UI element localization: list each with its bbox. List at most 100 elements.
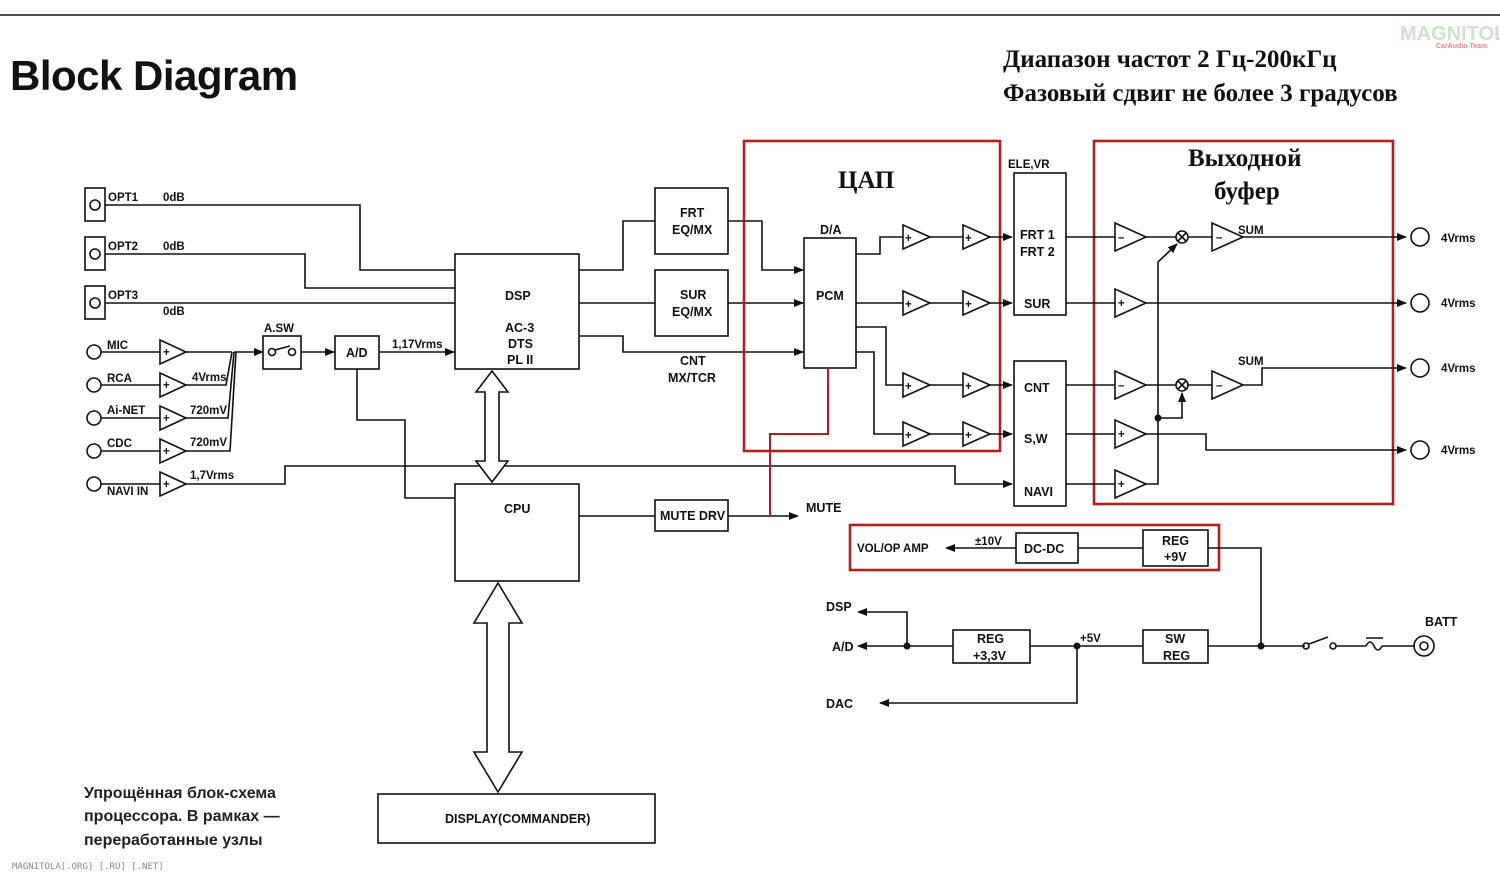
svg-text:A/D: A/D (832, 640, 854, 654)
svg-text:EQ/MX: EQ/MX (672, 223, 713, 237)
svg-text:720mV: 720mV (190, 437, 227, 449)
mute-driver: MUTE DRV MUTE (654, 499, 841, 532)
vol-op-amp-supply: VOL/OP AMP ±10V DC-DC REG +9V (857, 529, 1262, 646)
svg-text:+: + (1118, 479, 1125, 491)
svg-text:CDC: CDC (107, 438, 132, 450)
svg-text:DC-DC: DC-DC (1024, 542, 1064, 556)
svg-text:CNT: CNT (680, 354, 706, 368)
svg-text:4Vrms: 4Vrms (1441, 445, 1476, 457)
dsp-block: DSP AC-3 DTS PL II (454, 253, 580, 370)
svg-text:NAVI IN: NAVI IN (107, 486, 148, 498)
svg-text:±10V: ±10V (975, 536, 1002, 548)
svg-text:DISPLAY(COMMANDER): DISPLAY(COMMANDER) (445, 812, 590, 826)
svg-text:A.SW: A.SW (264, 323, 294, 335)
svg-text:SUR: SUR (680, 288, 706, 302)
dac-amps: + + + + + + + + (856, 223, 1013, 448)
svg-text:+: + (163, 347, 170, 359)
input-mic: MIC + (86, 338, 232, 366)
svg-text:MX/TCR: MX/TCR (668, 371, 716, 385)
svg-text:BATT: BATT (1425, 615, 1458, 629)
buffer-highlight-frame (1092, 139, 1395, 506)
svg-text:+: + (965, 299, 972, 311)
svg-text:CPU: CPU (504, 502, 530, 516)
svg-text:SUM: SUM (1238, 225, 1264, 237)
input-navi: NAVI IN 1,7Vrms + (86, 465, 1013, 498)
analog-switch: A.SW (234, 323, 335, 370)
buffer-title-1: Выходной (1188, 145, 1301, 172)
input-rca: RCA 4Vrms + (86, 351, 233, 399)
svg-text:+3,3V: +3,3V (973, 649, 1007, 663)
svg-text:CNT: CNT (1024, 381, 1050, 395)
svg-text:OPT1: OPT1 (108, 192, 139, 204)
svg-text:4Vrms: 4Vrms (1441, 298, 1476, 310)
svg-text:FRT: FRT (680, 206, 705, 220)
svg-text:PCM: PCM (816, 289, 844, 303)
buffer-chain: – – SUM + – – SUM + + (1066, 221, 1407, 500)
svg-text:OPT2: OPT2 (108, 241, 138, 253)
frt-eq-mx: FRT EQ/MX (579, 187, 804, 274)
svg-text:0dB: 0dB (163, 306, 185, 318)
ad-converter: A/D 1,17Vrms (334, 335, 455, 499)
svg-text:AC-3: AC-3 (505, 321, 534, 335)
svg-text:SUM: SUM (1238, 356, 1264, 368)
input-cdc: CDC 720mV + (86, 351, 237, 465)
digital-supply: DSP A/D DAC REG +3,3V +5V SW REG (826, 600, 1305, 711)
svg-text:ELE,VR: ELE,VR (1008, 159, 1050, 171)
svg-text:VOL/OP AMP: VOL/OP AMP (857, 543, 929, 555)
svg-text:1,17Vrms: 1,17Vrms (392, 339, 443, 351)
svg-text:MIC: MIC (107, 340, 128, 352)
watermark-logo: MAGNITOLA CarAudio Team (1400, 23, 1500, 50)
caption: Упрощённая блок-схема процессора. В рамк… (84, 785, 280, 849)
svg-text:4Vrms: 4Vrms (1441, 233, 1476, 245)
svg-text:+: + (905, 430, 912, 442)
svg-text:0dB: 0dB (163, 241, 185, 253)
svg-text:SW: SW (1165, 632, 1185, 646)
svg-text:A/D: A/D (346, 346, 368, 360)
dac-highlight-frame (742, 139, 1002, 453)
svg-text:DSP: DSP (505, 289, 531, 303)
svg-text:+: + (905, 381, 912, 393)
svg-text:REG: REG (1162, 534, 1189, 548)
display-commander: DISPLAY(COMMANDER) (377, 793, 656, 844)
svg-text:S,W: S,W (1024, 432, 1048, 446)
page-title: Block Diagram (10, 52, 298, 99)
svg-text:+: + (965, 233, 972, 245)
svg-text:–: – (1216, 232, 1223, 244)
svg-text:Ai-NET: Ai-NET (107, 405, 145, 417)
input-ainet: Ai-NET 720mV + (86, 351, 235, 432)
svg-text:Упрощённая блок-схема: Упрощённая блок-схема (84, 785, 276, 802)
svg-text:NAVI: NAVI (1024, 485, 1053, 499)
svg-text:FRT 2: FRT 2 (1020, 245, 1055, 259)
svg-text:MUTE: MUTE (806, 501, 841, 515)
footer-watermark: MAGNITOLA[.ORG] [.RU] [.NET] (12, 862, 164, 872)
svg-text:1,7Vrms: 1,7Vrms (190, 470, 234, 482)
svg-text:–: – (1118, 380, 1125, 392)
svg-text:FRT 1: FRT 1 (1020, 228, 1055, 242)
spec-frequency: Диапазон частот 2 Гц-200кГц (1003, 46, 1337, 73)
svg-text:EQ/MX: EQ/MX (672, 305, 713, 319)
svg-text:+: + (163, 413, 170, 425)
svg-text:процессора. В рамках —: процессора. В рамках — (84, 808, 280, 825)
svg-text:MUTE DRV: MUTE DRV (660, 509, 726, 523)
svg-text:переработанные узлы: переработанные узлы (84, 832, 263, 849)
input-opt3: OPT3 0dB (84, 285, 455, 320)
svg-text:+: + (965, 381, 972, 393)
buffer-title-2: буфер (1214, 178, 1280, 205)
spec-phase: Фазовый сдвиг не более 3 градусов (1003, 80, 1398, 107)
input-opt2: OPT2 0dB (84, 236, 455, 289)
svg-text:SUR: SUR (1024, 297, 1050, 311)
svg-text:4Vrms: 4Vrms (1441, 363, 1476, 375)
mute-signal-line (769, 368, 829, 516)
svg-text:DTS: DTS (508, 337, 533, 351)
cnt-mx-tcr: CNT MX/TCR (579, 335, 804, 385)
cpu-display-bus (472, 581, 524, 794)
svg-text:RCA: RCA (107, 373, 132, 385)
svg-text:DAC: DAC (826, 697, 853, 711)
svg-text:4Vrms: 4Vrms (192, 372, 227, 384)
svg-text:DSP: DSP (826, 600, 852, 614)
pcm-block: D/A PCM (803, 223, 857, 369)
svg-text:+: + (163, 380, 170, 392)
svg-text:REG: REG (1163, 649, 1190, 663)
svg-text:0dB: 0dB (163, 192, 185, 204)
